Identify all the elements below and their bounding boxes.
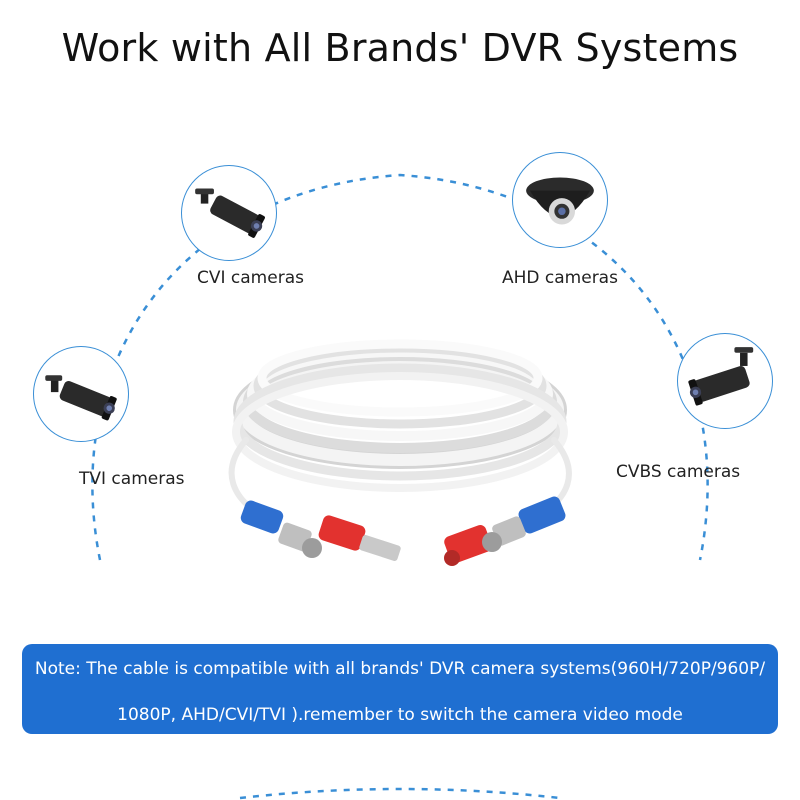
ahd-camera-image xyxy=(512,152,608,248)
ahd-camera-label: AHD cameras xyxy=(502,268,618,288)
cvbs-camera-label: CVBS cameras xyxy=(616,462,741,482)
cvi-camera-label: CVI cameras xyxy=(197,268,304,288)
note-line-2: 1080P, AHD/CVI/TVI ).remember to switch … xyxy=(117,705,683,725)
page-title: Work with All Brands' DVR Systems xyxy=(61,26,739,70)
bnc-connector-left xyxy=(240,500,322,558)
tvi-camera-image xyxy=(33,346,129,442)
dc-connector-right xyxy=(444,525,492,566)
cvi-camera-image xyxy=(181,165,277,261)
bnc-connector-right xyxy=(482,496,566,552)
dc-connector-left xyxy=(318,515,401,562)
tvi-camera-label: TVI cameras xyxy=(79,469,185,489)
bullet-camera-icon xyxy=(195,188,265,238)
compatibility-note: Note: The cable is compatible with all b… xyxy=(22,644,778,734)
cvbs-camera-image xyxy=(677,333,773,429)
note-line-1: Note: The cable is compatible with all b… xyxy=(34,659,766,679)
bottom-dashed-arc xyxy=(239,787,561,800)
coiled-cable-image xyxy=(228,339,572,566)
bullet-camera-icon xyxy=(45,375,117,421)
dome-camera-icon xyxy=(526,177,594,225)
bullet-camera-icon xyxy=(688,347,754,406)
